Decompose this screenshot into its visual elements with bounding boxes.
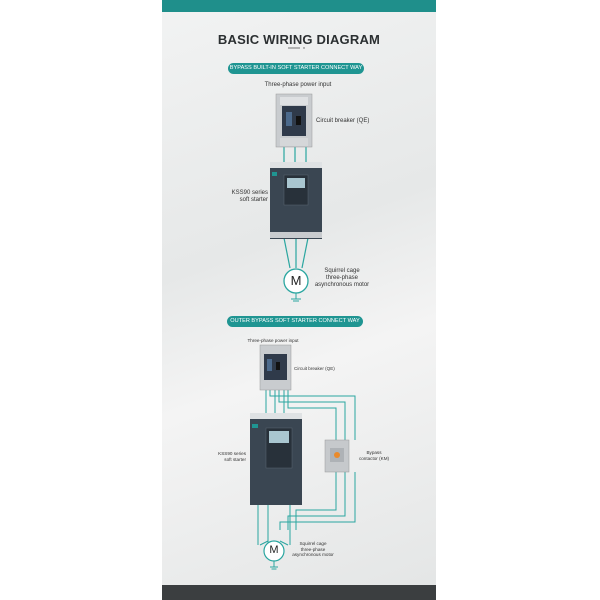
motor-label-line1: Squirrel cage (299, 541, 327, 546)
starter-label-line1: KSS90 series (231, 190, 268, 196)
section1-starter-label: KSS90 series soft starter (218, 190, 268, 204)
motor-1 (283, 268, 309, 302)
section1-wires (283, 147, 309, 269)
title-divider-dot (303, 47, 305, 49)
section2-starter-label: KSS90 series soft starter (206, 451, 246, 462)
page-title: BASIC WIRING DIAGRAM (217, 32, 381, 47)
section1-power-input-label: Three-phase power input (264, 82, 332, 88)
motor-2-symbol: M (269, 544, 279, 556)
section2-motor-label: Squirrel cage three-phase asynchronous m… (288, 541, 338, 558)
section2-breaker-label: Circuit breaker (QE) (294, 366, 335, 371)
motor-2 (263, 540, 285, 570)
section1-heading: BYPASS BUILT-IN SOFT STARTER CONNECT WAY (228, 63, 364, 74)
section1-motor-label: Squirrel cage three-phase asynchronous m… (312, 268, 372, 289)
section2-heading: OUTER BYPASS SOFT STARTER CONNECT WAY (227, 316, 363, 327)
starter-label-line2: soft starter (239, 197, 268, 203)
section1-breaker-label: Circuit breaker (QE) (316, 118, 370, 124)
circuit-breaker-1 (275, 93, 313, 148)
motor-label-line1: Squirrel cage (324, 268, 360, 274)
contactor-label: Bypass contactor (KM) (354, 450, 394, 461)
motor-1-symbol: M (290, 273, 302, 288)
starter-label-line2: soft starter (224, 456, 246, 462)
top-bar (162, 0, 436, 12)
starter-label-line1: KSS90 series (218, 451, 246, 456)
motor-label-line2: three-phase (325, 275, 359, 281)
bottom-bar (162, 585, 436, 600)
section2-wires (257, 390, 356, 546)
circuit-breaker-2 (259, 344, 292, 391)
contactor-label-line1: Bypass (366, 450, 382, 455)
section2-power-input-label: Three-phase power input (247, 338, 299, 343)
contactor-label-line2: contactor (KM) (358, 455, 390, 461)
motor-label-line2: three-phase (300, 546, 326, 552)
motor-label-line3: asynchronous motor (314, 282, 370, 288)
motor-label-line3: asynchronous motor (292, 552, 334, 557)
soft-starter-1 (270, 162, 322, 239)
bypass-contactor (324, 439, 350, 473)
soft-starter-2 (250, 413, 302, 505)
